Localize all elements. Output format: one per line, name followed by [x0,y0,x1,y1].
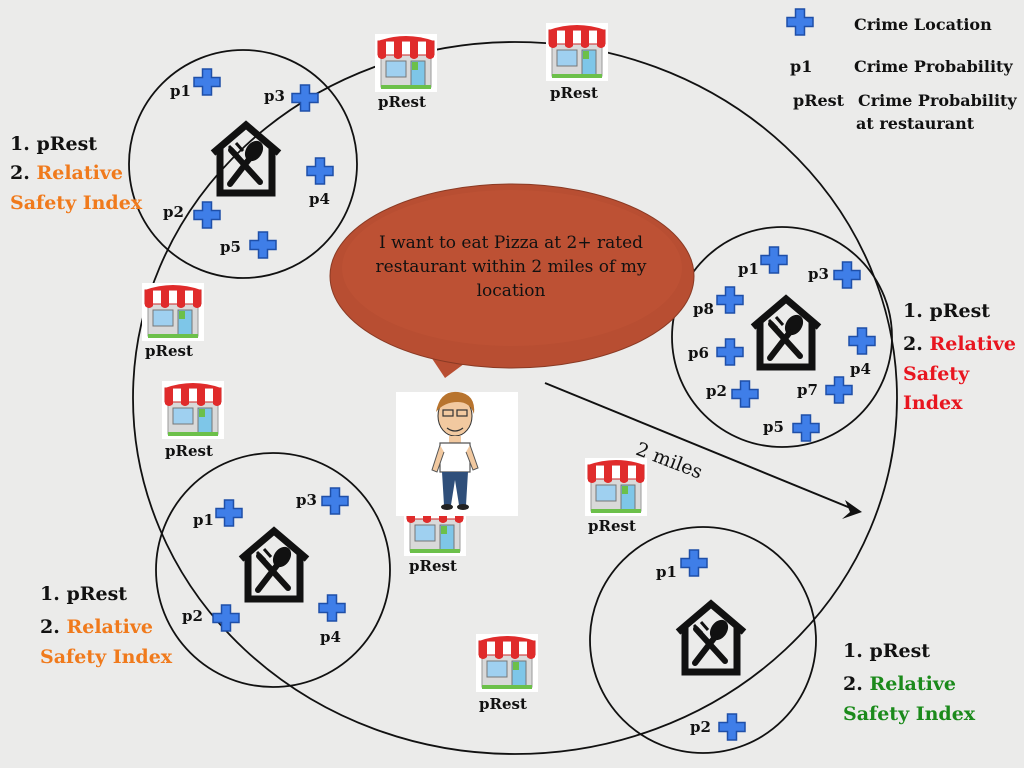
crime-location-icon [193,68,221,96]
restaurant-shop-icon [374,33,438,93]
two-mile-radius-circle [132,41,898,755]
restaurant-label: pRest [588,517,636,535]
info-bottom-left: 1. pRest 2. Relative Safety Index [40,580,172,672]
crime-location-icon [249,231,277,259]
info-safety-index: Safety Index [10,191,143,214]
prob-label: p4 [850,360,871,378]
crime-location-icon [321,487,349,515]
prob-label: p4 [309,190,330,208]
crime-location-icon [731,380,759,408]
info-line-1: 1. pRest [903,300,991,322]
crime-location-icon [193,201,221,229]
prob-label: p2 [182,607,203,625]
legend-prest-desc: Crime Probability [858,91,1017,110]
prob-label: p6 [688,344,709,362]
restaurant-shop-icon [545,22,609,82]
cluster-circle-bottom-left [155,452,391,688]
info-relative: Relative [66,616,153,639]
crime-location-icon [680,549,708,577]
restaurant-house-icon [241,531,307,599]
info-safety-index: Safety Index [40,645,173,668]
legend-crime-location: Crime Location [854,15,992,34]
info-line-1: 1. pRest [843,640,931,662]
restaurant-label: pRest [409,557,457,575]
restaurant-house-icon [753,299,819,367]
restaurant-label: pRest [550,84,598,102]
restaurant-label: pRest [145,342,193,360]
prob-label: p3 [264,87,285,105]
info-relative: Relative [36,162,123,185]
prob-label: p2 [706,382,727,400]
cluster-circle-right [671,226,893,448]
restaurant-shop-icon [584,457,648,517]
restaurant-shop-icon [475,633,539,693]
crime-location-icon [792,414,820,442]
restaurant-label: pRest [165,442,213,460]
prob-label: p7 [797,381,818,399]
info-bottom-right: 1. pRest 2. Relative Safety Index [843,637,975,729]
info-relative: Relative [929,333,1016,356]
speech-bubble [329,183,695,378]
prob-label: p8 [693,300,714,318]
crime-location-icon [215,499,243,527]
info-top-left: 1. pRest 2. Relative Safety Index [10,130,142,218]
info-line-1: 1. pRest [40,583,128,605]
prob-label: p1 [193,511,214,529]
info-num: 2. [903,333,930,356]
info-line-1: 1. pRest [10,133,98,155]
bubble-text: I want to eat Pizza at 2+ rated restaura… [375,233,647,301]
info-num: 2. [40,616,67,639]
crime-location-icon [833,261,861,289]
info-relative: Relative [869,673,956,696]
arrow-head [842,500,862,519]
info-num: 2. [843,673,870,696]
legend-prest-key: pRest [793,91,845,110]
prob-label: p1 [738,260,759,278]
prob-label: p5 [220,238,241,256]
info-num: 2. [10,162,37,185]
prob-label: p2 [690,718,711,736]
radius-arrow [544,382,854,510]
crime-location-icon [716,286,744,314]
crime-location-icon [318,594,346,622]
prob-label: p2 [163,203,184,221]
crime-location-icon [212,604,240,632]
crime-location-icon [760,246,788,274]
restaurant-label: pRest [378,93,426,111]
restaurant-house-icon [678,604,744,672]
info-safety: Safety [903,362,970,385]
restaurant-label: pRest [479,695,527,713]
legend-p-desc: Crime Probability [854,57,1013,76]
prob-label: p1 [170,82,191,100]
cluster-circle-top-left [128,49,358,279]
prob-label: p3 [296,491,317,509]
crime-location-icon [825,376,853,404]
prob-label: p5 [763,418,784,436]
prob-label: p4 [320,628,341,646]
restaurant-shop-icon [141,282,205,342]
crime-location-icon [718,713,746,741]
legend-p-key: p1 [790,57,813,76]
info-safety-index: Safety Index [843,702,976,725]
prob-label: p1 [656,563,677,581]
restaurant-shop-icon [161,380,225,440]
crime-location-icon [306,157,334,185]
info-index: Index [903,392,963,415]
legend-prest-desc-2: at restaurant [856,114,975,133]
cluster-circle-bottom-right [589,526,817,754]
crime-location-icon [786,8,814,36]
crime-location-icon [716,338,744,366]
crime-location-icon [848,327,876,355]
person-icon [396,391,518,516]
prob-label: p3 [808,265,829,283]
restaurant-house-icon [213,125,279,193]
info-right: 1. pRest 2. Relative Safety Index [903,297,1016,419]
